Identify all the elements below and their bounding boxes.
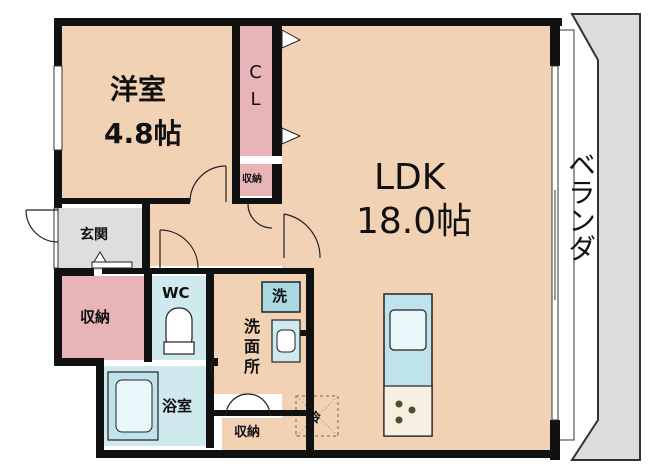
entrance-arrow	[93, 251, 107, 263]
wash-basin	[271, 319, 301, 363]
western-room-size: 4.8帖	[104, 117, 182, 150]
closet-doors	[281, 29, 302, 145]
walls	[54, 18, 562, 460]
toilet	[163, 307, 195, 355]
hallway-floor	[148, 202, 282, 266]
washroom-label: 洗面所	[241, 318, 260, 378]
bath-label: 浴室	[162, 397, 193, 415]
bathtub	[107, 371, 159, 441]
wc-label: WC	[162, 284, 190, 302]
storage-bottom-label: 収納	[234, 425, 261, 440]
washer-label: 洗	[272, 287, 288, 305]
entrance-step	[91, 261, 133, 269]
closet-floor	[240, 26, 272, 156]
veranda-area	[570, 13, 641, 461]
entrance-label: 玄関	[80, 227, 108, 243]
closet-small-label: 収納	[242, 174, 262, 185]
closet-small-floor	[240, 164, 272, 196]
veranda-label: ベランダ	[564, 150, 597, 262]
kitchen-counter	[383, 293, 433, 437]
western-room-floor	[58, 26, 236, 202]
washer-box	[261, 281, 301, 313]
storage-left-label: 収納	[80, 308, 111, 326]
storage-left-floor	[62, 276, 144, 360]
fridge-label: 冷	[308, 411, 322, 426]
door-swings	[25, 165, 321, 417]
closet-label: CL	[245, 62, 266, 116]
storage-bottom-floor	[222, 418, 284, 450]
western-room-label: 洋室	[110, 73, 167, 106]
ldk-label: LDK	[374, 157, 446, 198]
ldk-size: 18.0帖	[356, 201, 473, 242]
